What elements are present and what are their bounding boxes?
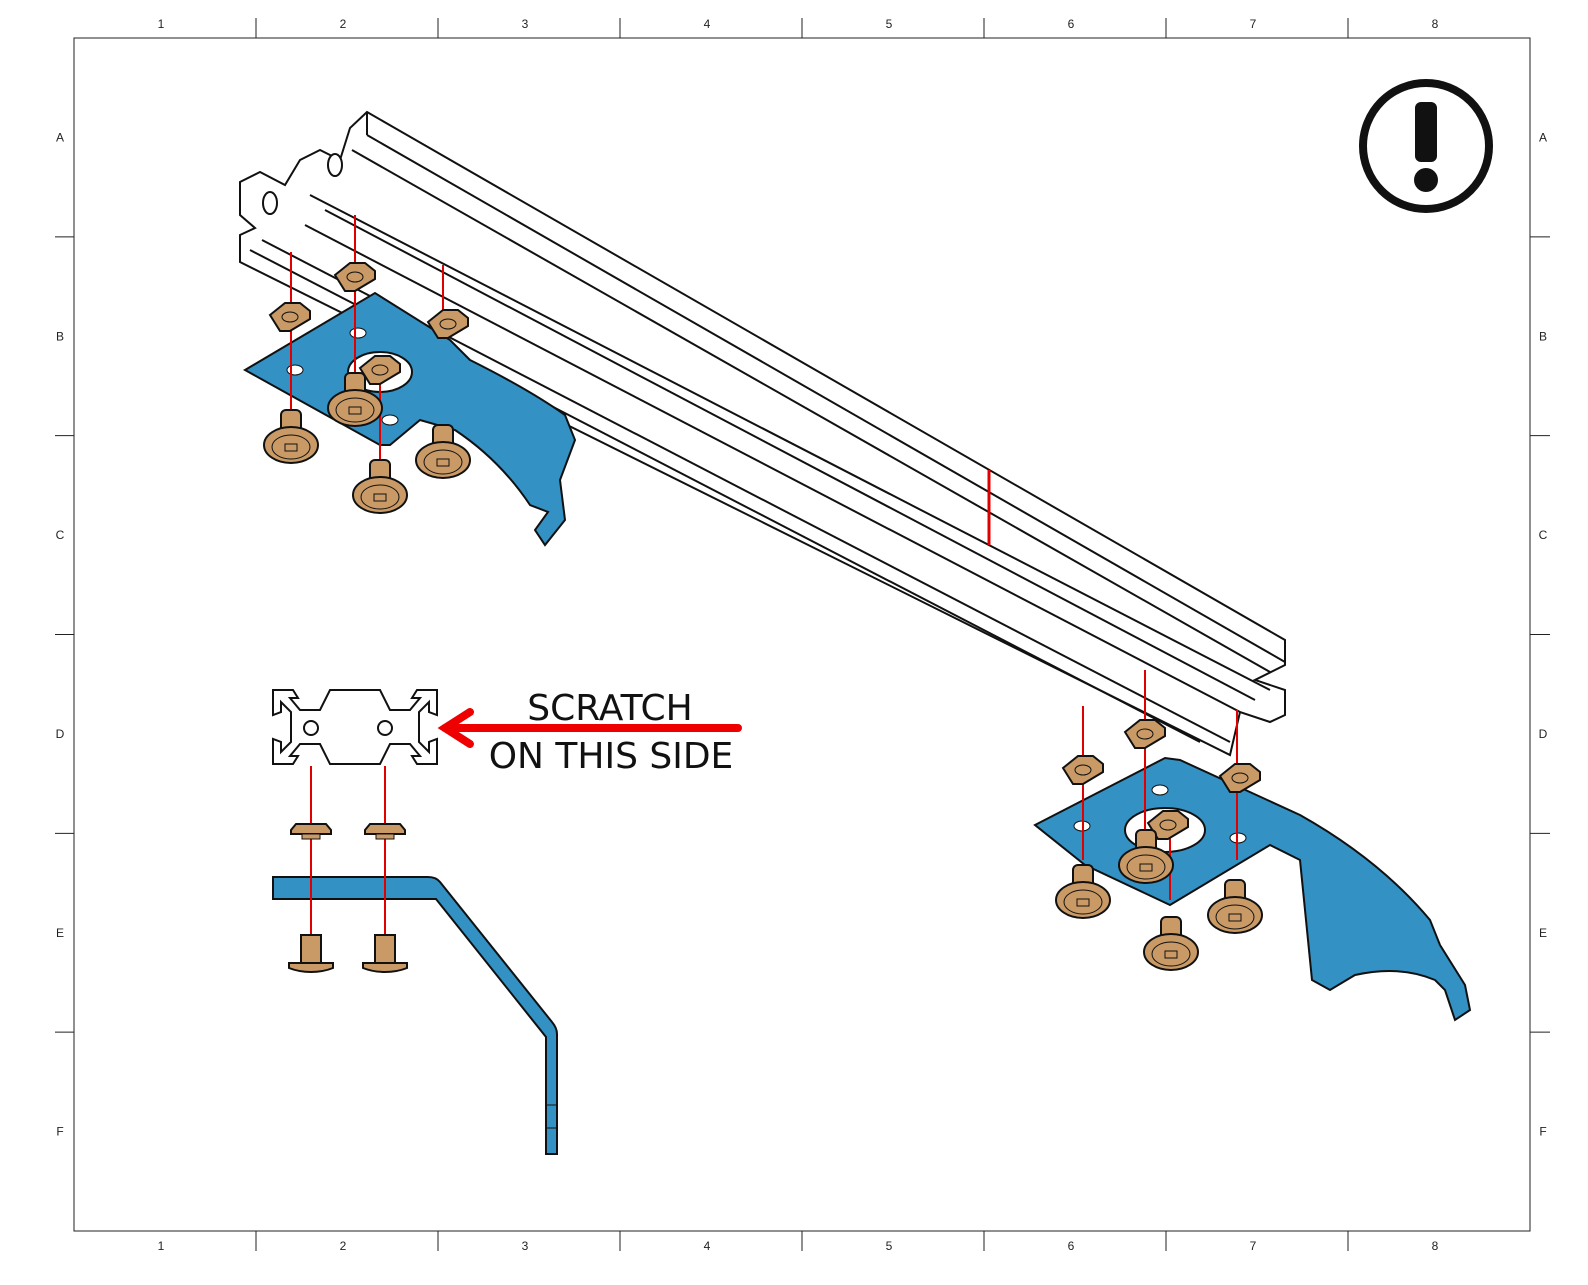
t-nut	[426, 309, 469, 339]
zone-column-label: 6	[1068, 17, 1075, 31]
drawing-frame	[55, 18, 1550, 1251]
zone-column-labels: 1 1 2 2 3 3 4 4 5 5 6 6 7 7 8 8	[158, 17, 1439, 1253]
t-nut	[364, 823, 406, 840]
note-line-2: ON THIS SIDE	[489, 736, 734, 777]
aluminum-extrusion-rail	[239, 110, 1286, 757]
zone-row-label: A	[1539, 130, 1547, 144]
zone-column-label: 6	[1068, 1239, 1075, 1253]
button-head-screw	[1143, 916, 1199, 971]
t-nut	[1146, 810, 1189, 840]
zone-column-label: 4	[704, 17, 711, 31]
button-head-screw	[1055, 864, 1111, 919]
button-head-screw	[362, 934, 408, 974]
zone-row-label: A	[56, 130, 64, 144]
zone-column-label: 7	[1250, 17, 1257, 31]
left-hardware	[263, 215, 471, 514]
zone-row-label: D	[56, 727, 65, 741]
t-nut	[1061, 755, 1104, 785]
zone-row-label: E	[56, 926, 64, 940]
zone-row-label: C	[56, 528, 65, 542]
right-hardware	[1055, 670, 1263, 971]
zone-row-label: E	[1539, 926, 1547, 940]
section-hardware	[288, 766, 408, 974]
exclamation-circle-icon	[1359, 79, 1493, 213]
t-nut	[290, 823, 332, 840]
zone-row-labels: A A B B C C D D E E F F	[56, 130, 1548, 1138]
button-head-screw	[327, 372, 383, 427]
button-head-screw	[288, 934, 334, 974]
t-nut	[333, 262, 376, 292]
t-nut	[358, 355, 401, 385]
zone-column-label: 4	[704, 1239, 711, 1253]
zone-column-label: 5	[886, 17, 893, 31]
bracket-section	[272, 876, 558, 1155]
zone-column-label: 1	[158, 1239, 165, 1253]
note-line-1: SCRATCH	[527, 688, 692, 729]
zone-row-label: B	[1539, 329, 1547, 343]
zone-column-label: 8	[1432, 17, 1439, 31]
zone-column-label: 3	[522, 17, 529, 31]
button-head-screw	[352, 459, 408, 514]
zone-row-label: D	[1539, 727, 1548, 741]
extrusion-cross-section	[272, 689, 438, 765]
zone-column-label: 1	[158, 17, 165, 31]
zone-column-label: 3	[522, 1239, 529, 1253]
zone-row-label: B	[56, 329, 64, 343]
zone-column-label: 7	[1250, 1239, 1257, 1253]
button-head-screw	[1207, 879, 1263, 934]
t-nut	[1218, 763, 1261, 793]
zone-column-label: 8	[1432, 1239, 1439, 1253]
zone-row-label: C	[1539, 528, 1548, 542]
zone-column-label: 2	[340, 1239, 347, 1253]
button-head-screw	[263, 409, 319, 464]
zone-column-label: 2	[340, 17, 347, 31]
button-head-screw	[1118, 829, 1174, 884]
zone-row-label: F	[1539, 1125, 1546, 1139]
t-nut	[268, 302, 311, 332]
t-nut	[1123, 719, 1166, 749]
zone-column-label: 5	[886, 1239, 893, 1253]
scratch-arrow	[437, 708, 742, 748]
zone-row-label: F	[56, 1125, 63, 1139]
button-head-screw	[415, 424, 471, 479]
